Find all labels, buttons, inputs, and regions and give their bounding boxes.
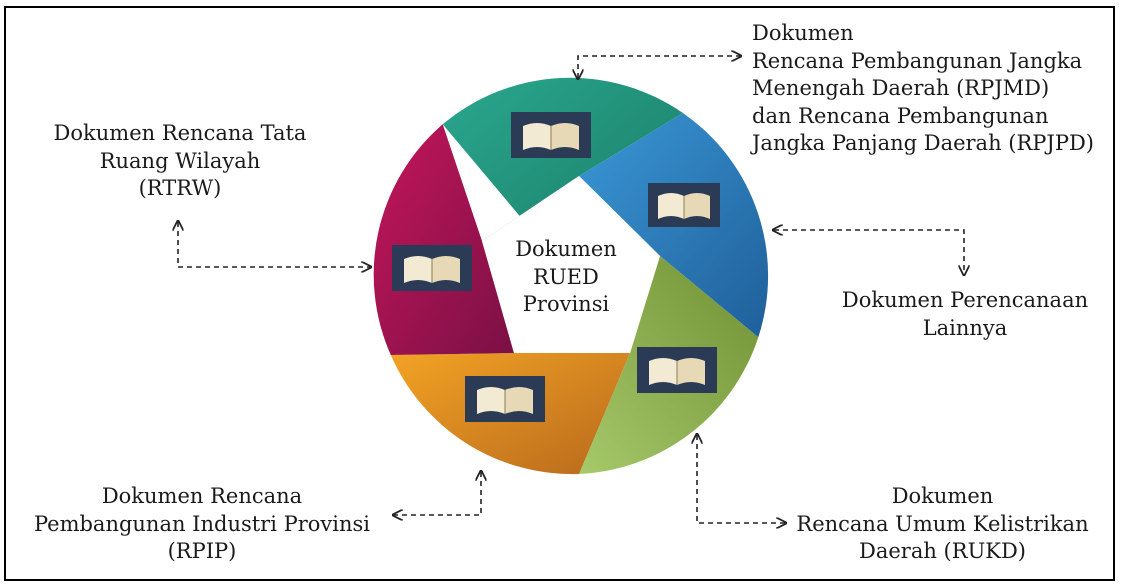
label-rpip-line-1: Dokumen Rencana (101, 484, 303, 508)
label-rpjmd-line-1: Dokumen (752, 21, 854, 45)
label-rukd-line-2: Rencana Umum Kelistrikan (796, 511, 1089, 536)
book-icon-rpjmd (511, 112, 591, 158)
connector-rukd (697, 435, 785, 523)
label-rpjmd-line-2: Rencana Pembangunan Jangka (752, 48, 1083, 73)
label-rpjmd-line-3: Menengah Daerah (RPJMD) (752, 76, 1050, 100)
label-rpjmd-line-4: dan Rencana Pembangunan (752, 103, 1049, 128)
label-rtrw: Dokumen Rencana Tata Ruang Wilayah (RTRW… (40, 120, 320, 203)
connector-rpip (394, 472, 481, 515)
center-line-3: Provinsi (522, 292, 610, 316)
center-label: Dokumen RUED Provinsi (496, 236, 636, 319)
label-lainnya: Dokumen Perencanaan Lainnya (830, 287, 1100, 342)
diagram-frame (4, 6, 1115, 581)
center-line-2: RUED (533, 264, 599, 289)
segment-rtrw (373, 124, 514, 355)
book-icon-rtrw (392, 245, 472, 291)
label-rpip: Dokumen Rencana Pembangunan Industri Pro… (24, 483, 380, 566)
label-rukd-line-3: Daerah (RUKD) (859, 539, 1026, 563)
label-rpip-line-3: (RPIP) (167, 539, 237, 563)
label-lainnya-line-2: Lainnya (922, 315, 1008, 340)
label-rtrw-line-1: Dokumen Rencana Tata (53, 121, 307, 145)
book-icon-perencanaan-lainnya (648, 183, 720, 227)
label-rtrw-line-3: (RTRW) (138, 176, 222, 200)
book-icon-rukd (637, 347, 717, 393)
label-rukd-line-1: Dokumen (891, 484, 994, 508)
connector-rtrw (178, 222, 370, 267)
label-rpjmd: Dokumen Rencana Pembangunan Jangka Menen… (752, 20, 1094, 158)
segment-rpjmd (442, 77, 683, 276)
center-line-1: Dokumen (515, 237, 617, 261)
label-rpjmd-line-5: Jangka Panjang Daerah (RPJPD) (752, 131, 1094, 155)
connector-rpjmd (578, 56, 740, 78)
label-lainnya-line-1: Dokumen Perencanaan (841, 288, 1089, 312)
book-icon-rpip (465, 376, 545, 422)
label-rukd: Dokumen Rencana Umum Kelistrikan Daerah … (790, 483, 1095, 566)
center-pentagon (482, 176, 660, 353)
label-rtrw-line-2: Ruang Wilayah (99, 148, 261, 173)
label-rpip-line-2: Pembangunan Industri Provinsi (33, 511, 371, 536)
connector-lainnya (774, 230, 964, 274)
